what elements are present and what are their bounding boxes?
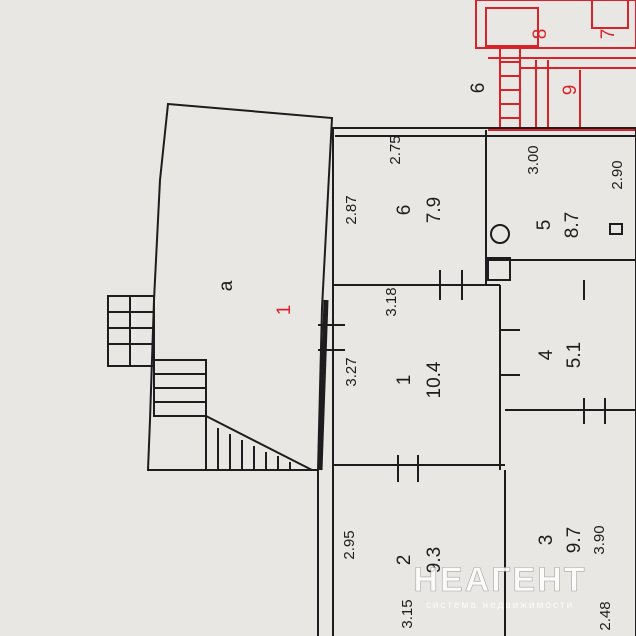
red-mark: 1 <box>274 305 295 316</box>
room-2-area: 9.3 <box>424 547 445 573</box>
room-6-dim-2: 2.87 <box>343 195 360 224</box>
watermark: НЕАГЕНТ система недвижимости <box>413 561 586 611</box>
room-5-dim-2: 2.90 <box>609 160 626 189</box>
neighbor-label-7: 7 <box>598 29 619 40</box>
stove-circle <box>490 224 510 244</box>
neighbor-label-8: 8 <box>530 29 551 40</box>
neighbor-red-plan <box>475 0 636 131</box>
room-4-area: 5.1 <box>564 342 585 368</box>
watermark-brand: НЕАГЕНТ <box>413 561 586 599</box>
neighbor-label-9: 9 <box>560 85 581 96</box>
room-6-area: 7.9 <box>424 197 445 223</box>
room-6-number: 6 <box>394 205 415 216</box>
room-5-dim-1: 3.00 <box>525 145 542 174</box>
neighbor-label-6: 6 <box>468 83 489 94</box>
room-2-number: 2 <box>394 555 415 566</box>
room-5-area: 8.7 <box>562 212 583 238</box>
room-5-number: 5 <box>534 220 555 231</box>
watermark-tagline: система недвижимости <box>426 600 574 611</box>
fixtures <box>487 223 623 281</box>
room-1-area: 10.4 <box>424 361 445 398</box>
meter-box <box>609 223 623 235</box>
room-4-number: 4 <box>536 349 557 360</box>
room-1-number: 1 <box>394 375 415 386</box>
sink-box <box>487 257 511 281</box>
room-3-dim-1: 3.90 <box>591 525 608 554</box>
room-3-number: 3 <box>536 535 557 546</box>
room-6-dim-1: 2.75 <box>387 135 404 164</box>
room-1-dim-2: 3.18 <box>383 287 400 316</box>
plan-walls <box>146 102 636 636</box>
entrance-stairs <box>107 295 313 471</box>
room-3-area: 9.7 <box>564 527 585 553</box>
room-1-dim-1: 3.27 <box>343 357 360 386</box>
room-2-dim-2: 3.15 <box>399 599 416 628</box>
annex-letter: а <box>216 280 237 291</box>
room-3-dim-2: 2.48 <box>597 601 614 630</box>
door-ticks <box>318 270 606 482</box>
room-2-dim-1: 2.95 <box>341 530 358 559</box>
